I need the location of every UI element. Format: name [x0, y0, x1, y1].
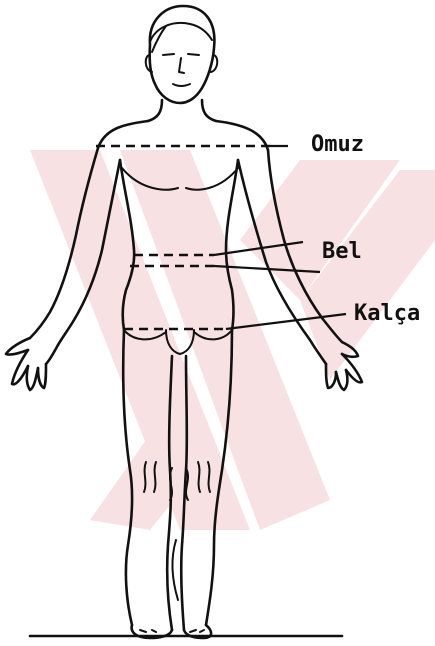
head: [146, 6, 218, 103]
hip-label: Kalça: [354, 301, 420, 326]
shoulder-label: Omuz: [311, 132, 364, 157]
waist-label: Bel: [322, 239, 362, 264]
